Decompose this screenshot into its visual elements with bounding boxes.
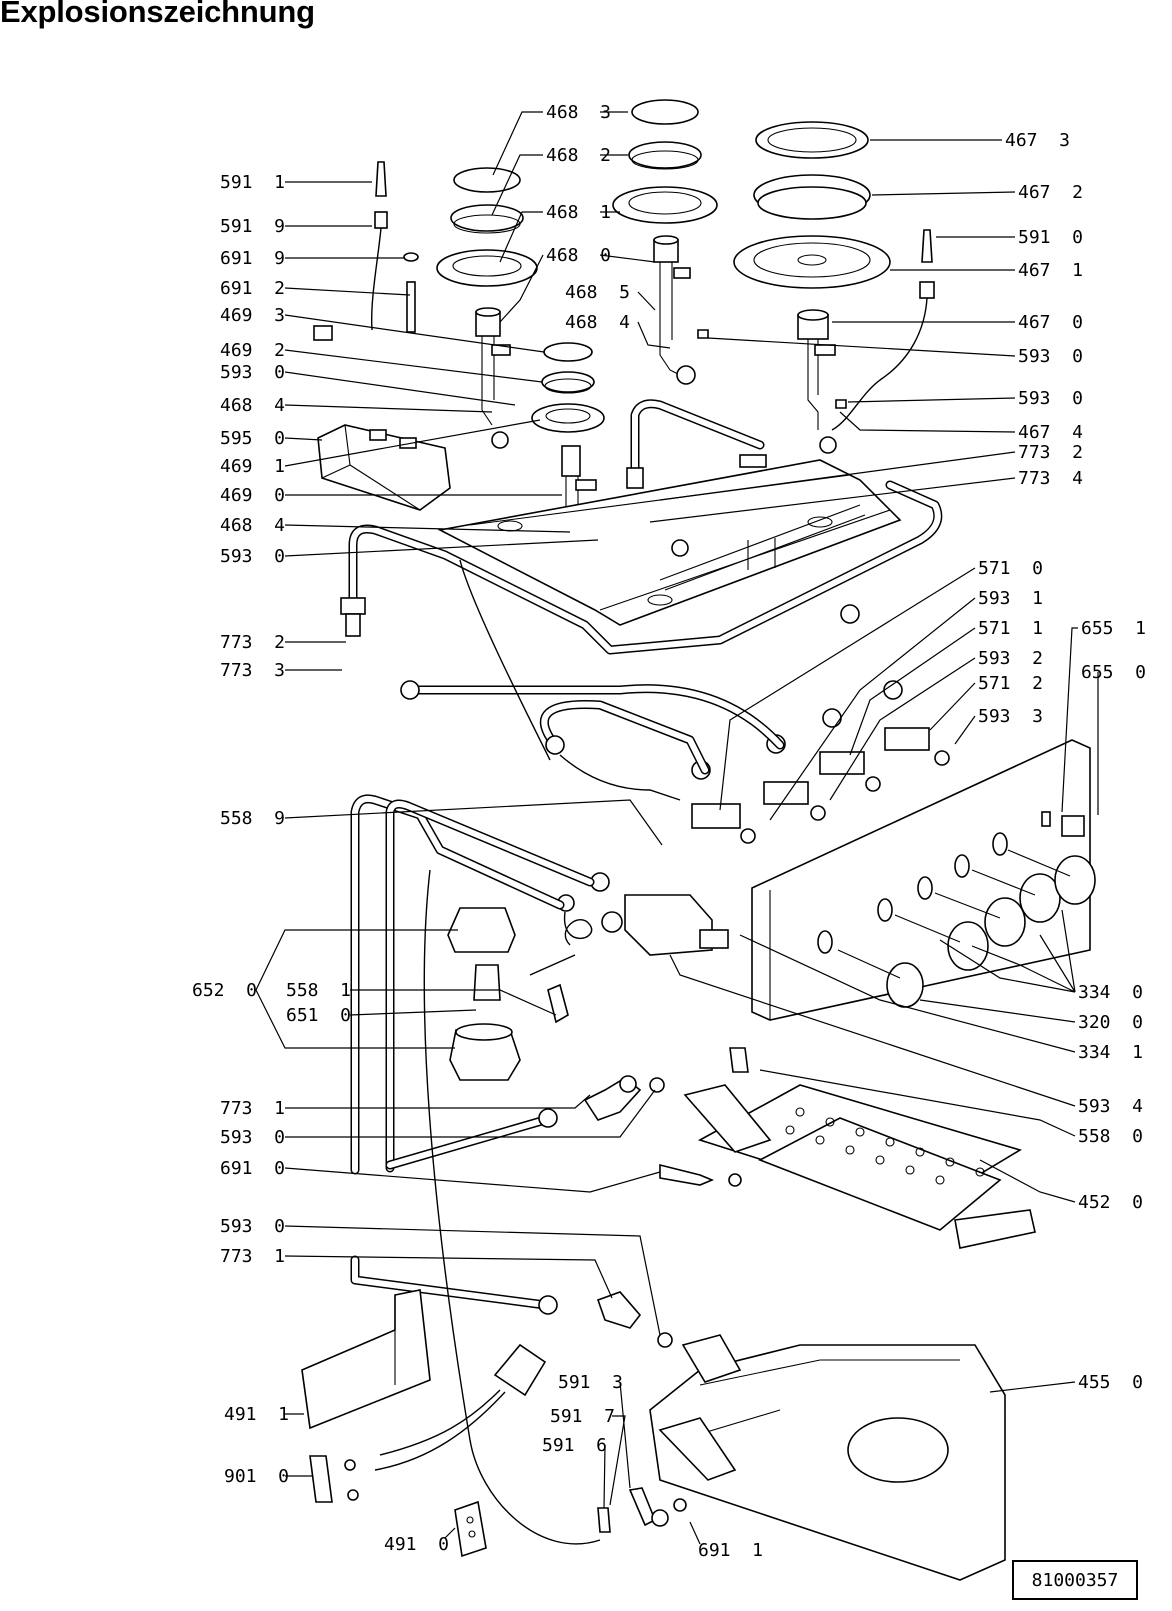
callout-label: 773 4 (1018, 468, 1083, 489)
callout-label: 468 4 (565, 312, 630, 333)
callout-label: 773 1 (220, 1098, 285, 1119)
callout-label: 593 0 (220, 1127, 285, 1148)
callout-label: 591 9 (220, 216, 285, 237)
callout-label: 468 3 (546, 102, 611, 123)
grill-burner (659, 1047, 1036, 1249)
callout-label: 591 0 (1018, 227, 1083, 248)
callout-label: 691 1 (698, 1540, 763, 1561)
callout-label: 491 0 (384, 1534, 449, 1555)
callout-label: 773 2 (1018, 442, 1083, 463)
small-burner-assembly-left (436, 167, 538, 449)
oven-floor-burner (649, 1334, 1006, 1581)
callout-label: 901 0 (224, 1466, 289, 1487)
callout-label: 571 2 (978, 673, 1043, 694)
terminal-block (454, 1500, 487, 1558)
tap-supply-pipes (400, 680, 785, 801)
callout-label: 691 2 (220, 278, 285, 299)
callout-label: 655 0 (1081, 662, 1146, 683)
ignition-module (317, 424, 451, 511)
gas-supply-rail (340, 399, 943, 655)
callout-label: 655 1 (1081, 618, 1146, 639)
callout-label: 651 0 (286, 1005, 351, 1026)
callout-label: 691 9 (220, 248, 285, 269)
callout-label: 593 0 (220, 1216, 285, 1237)
callout-label: 593 0 (1018, 388, 1083, 409)
callout-label: 467 1 (1018, 260, 1083, 281)
flame-safety-components (447, 907, 521, 1081)
spark-electrode-left (313, 161, 419, 341)
callout-label: 593 0 (220, 546, 285, 567)
callout-label: 593 2 (978, 648, 1043, 669)
callout-label: 467 3 (1005, 130, 1070, 151)
medium-burner-assembly (612, 99, 718, 385)
document-number-box: 81000357 (1012, 1560, 1138, 1600)
callout-label: 591 3 (558, 1372, 623, 1393)
control-knobs (837, 849, 1096, 1008)
callout-label: 571 1 (978, 618, 1043, 639)
callout-label: 773 2 (220, 632, 285, 653)
callout-labels: 468 3 468 2 468 1 468 0 468 5 468 4 467 … (192, 102, 1146, 1561)
callout-label: 773 1 (220, 1246, 285, 1267)
callout-label: 468 0 (546, 245, 611, 266)
auxiliary-burner-assembly (531, 342, 609, 587)
callout-label: 593 4 (1078, 1096, 1143, 1117)
callout-label: 468 5 (565, 282, 630, 303)
control-panel (751, 739, 1091, 1021)
document-number: 81000357 (1031, 1569, 1119, 1591)
callout-label: 468 2 (546, 145, 611, 166)
callout-label: 558 1 (286, 980, 351, 1001)
mounting-bracket (301, 1289, 431, 1430)
callout-label: 593 3 (978, 706, 1043, 727)
oven-thermostat-valve (529, 872, 729, 1024)
callout-label: 455 0 (1078, 1372, 1143, 1393)
callout-label: 467 0 (1018, 312, 1083, 333)
callout-label: 467 2 (1018, 182, 1083, 203)
callout-label: 334 1 (1078, 1042, 1143, 1063)
callout-label: 468 4 (220, 515, 285, 536)
callout-label: 469 1 (220, 456, 285, 477)
callout-label: 334 0 (1078, 982, 1143, 1003)
callout-label: 469 2 (220, 340, 285, 361)
callout-label: 558 0 (1078, 1126, 1143, 1147)
callout-label: 469 0 (220, 485, 285, 506)
callout-label: 452 0 (1078, 1192, 1143, 1213)
callout-label: 469 3 (220, 305, 285, 326)
callout-label: 320 0 (1078, 1012, 1143, 1033)
parts-artwork (301, 99, 1096, 1581)
callout-label: 591 7 (550, 1406, 615, 1427)
power-cable-plug (374, 1343, 547, 1471)
callout-label: 652 0 (192, 980, 257, 1001)
callout-label: 593 0 (1018, 346, 1083, 367)
cable-clamp (309, 1455, 359, 1503)
oven-ignition-parts (597, 1487, 687, 1533)
callout-label: 558 9 (220, 808, 285, 829)
callout-label: 468 4 (220, 395, 285, 416)
burner-support-frame (437, 454, 902, 626)
callout-label: 571 0 (978, 558, 1043, 579)
callout-label: 593 0 (220, 362, 285, 383)
callout-label: 595 0 (220, 428, 285, 449)
callout-label: 467 4 (1018, 422, 1083, 443)
callout-label: 591 1 (220, 172, 285, 193)
callout-label: 773 3 (220, 660, 285, 681)
callout-label: 593 1 (978, 588, 1043, 609)
callout-label: 691 0 (220, 1158, 285, 1179)
leader-lines (255, 111, 1099, 1545)
large-burner-assembly (733, 121, 935, 454)
callout-label: 468 1 (546, 202, 611, 223)
callout-label: 491 1 (224, 1404, 289, 1425)
callout-label: 591 6 (542, 1435, 607, 1456)
pipe-fittings (583, 1075, 673, 1348)
page-title: Explosionszeichnung (0, 0, 315, 29)
